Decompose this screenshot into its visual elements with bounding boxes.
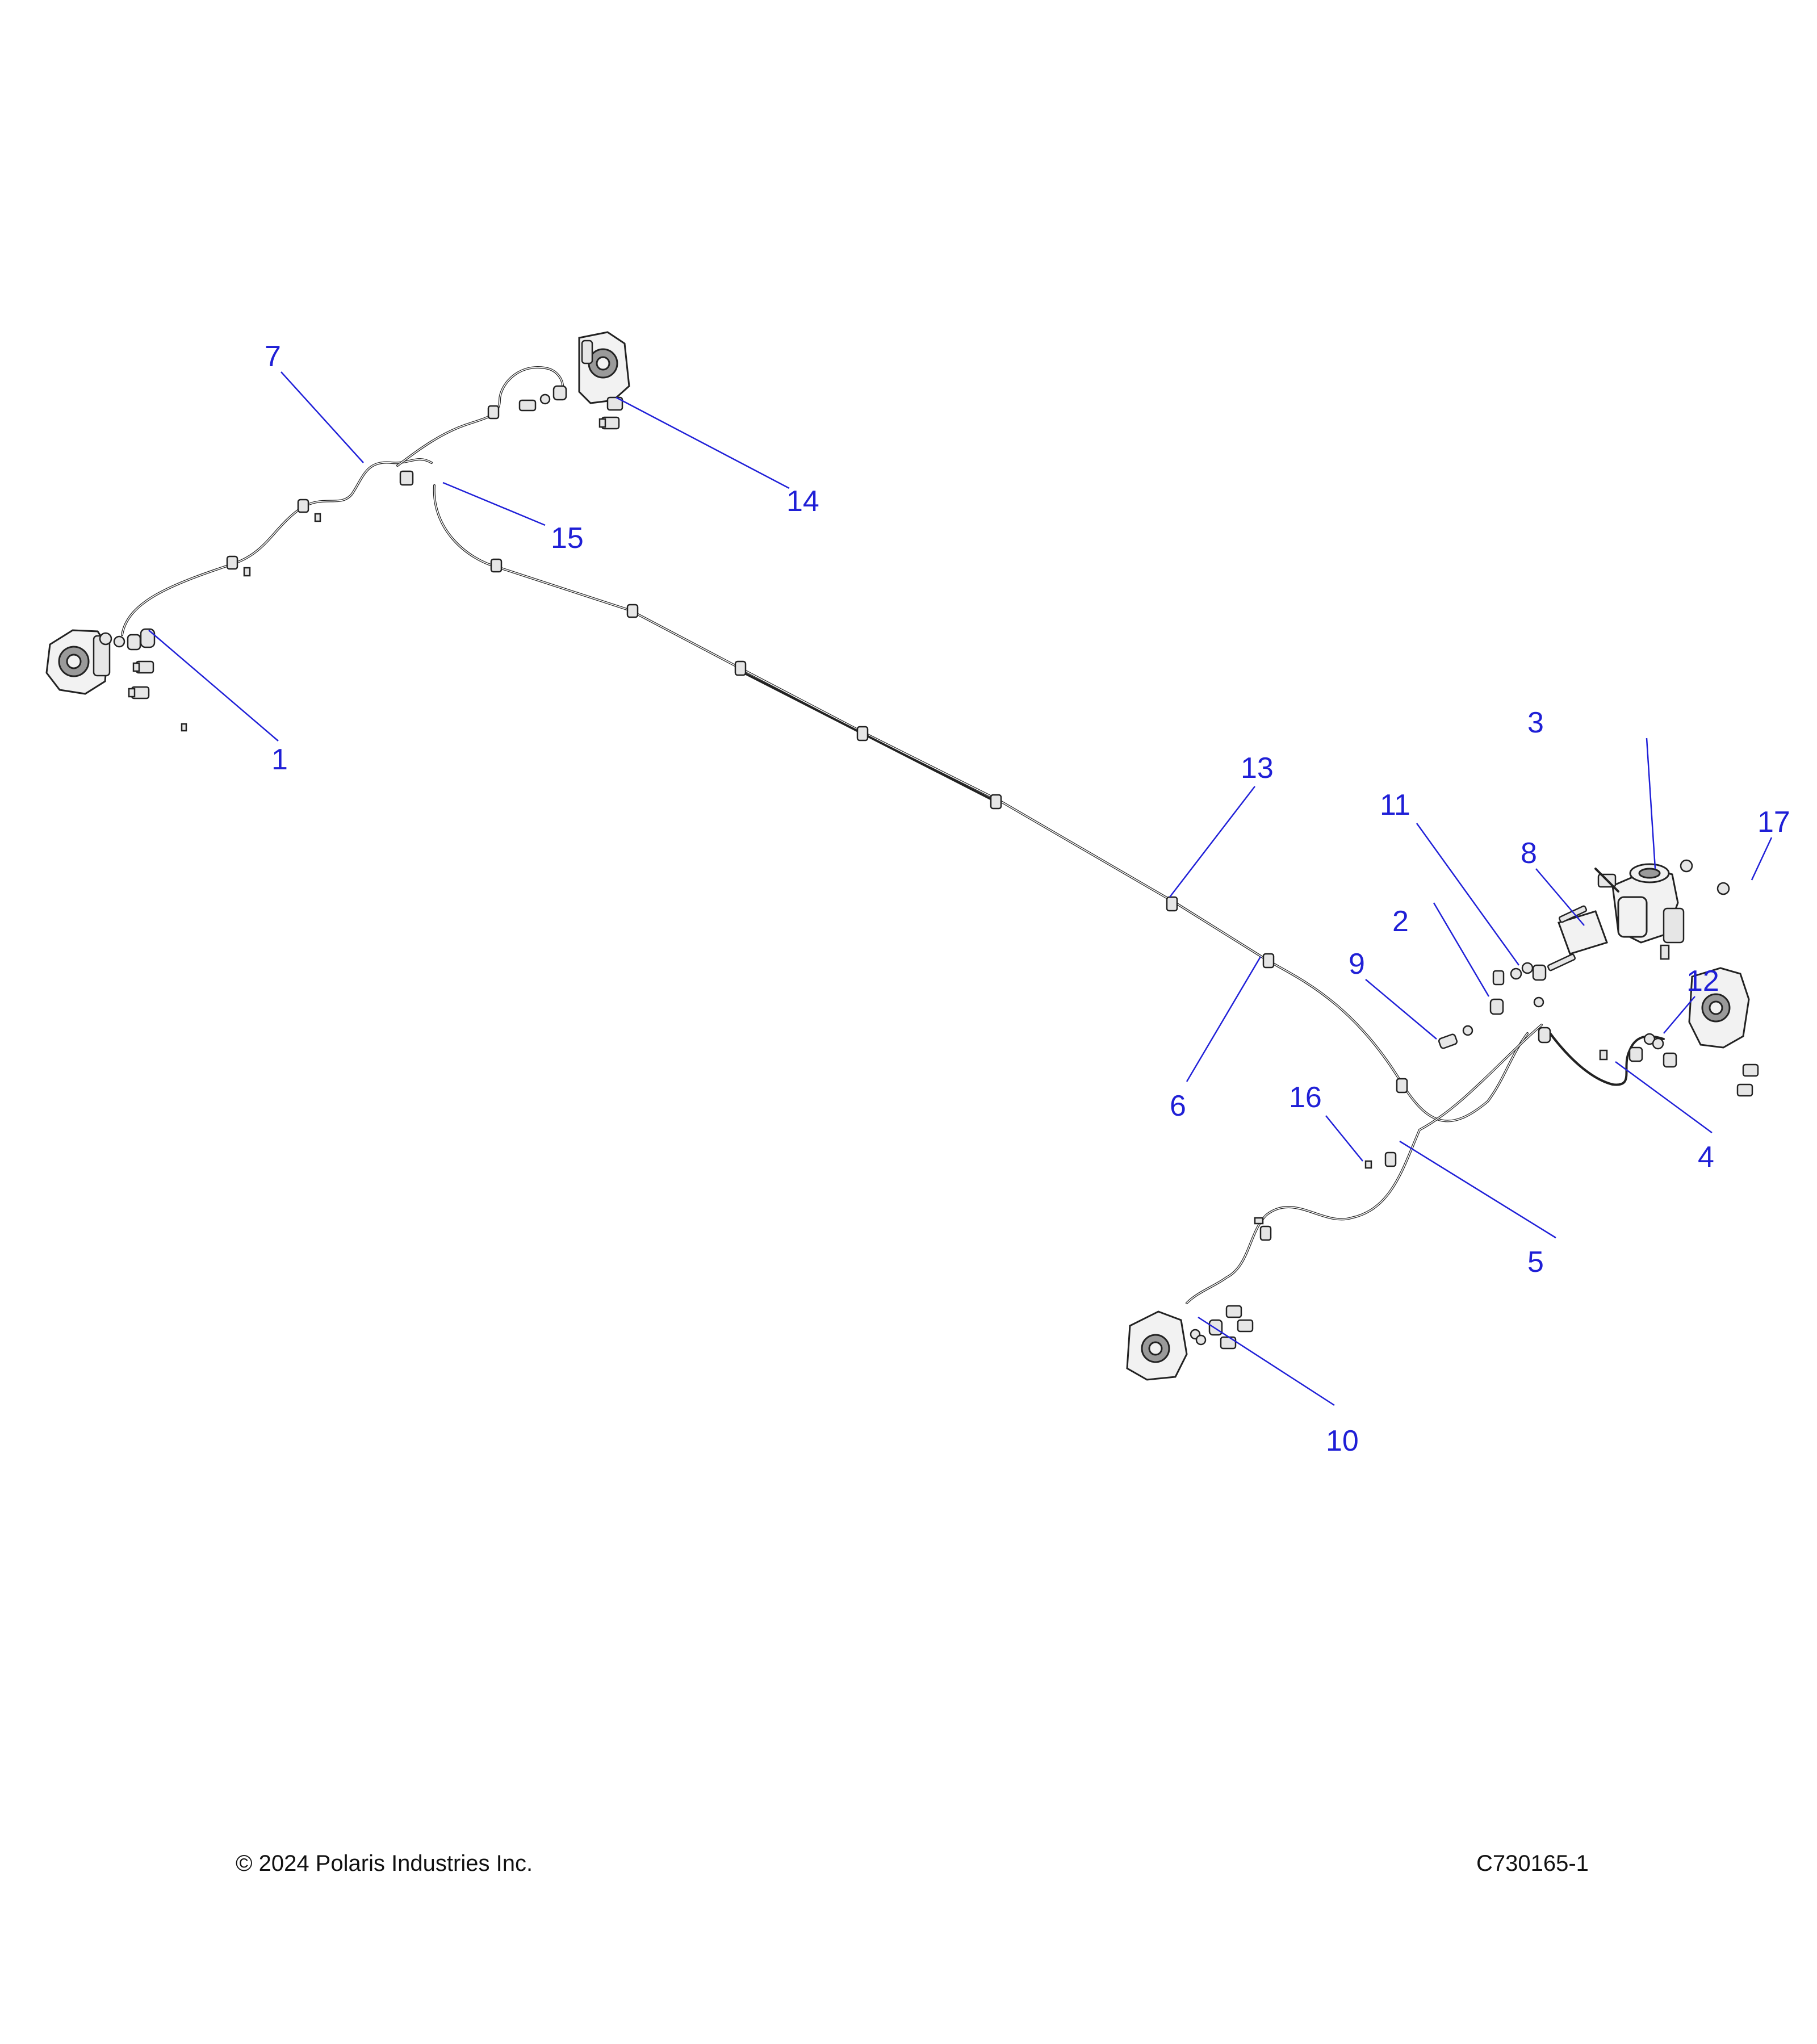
- rear-left-brake-line: [1186, 1024, 1543, 1304]
- callout-16: 16: [1289, 1081, 1322, 1114]
- callout-1: 1: [271, 743, 288, 776]
- rear-left-caliper: [1126, 1310, 1188, 1381]
- front-right-caliper: [578, 331, 630, 404]
- callout-5: 5: [1527, 1246, 1544, 1279]
- drawing-part-code: C730165-1: [1476, 1851, 1589, 1876]
- master-cylinder: [1594, 863, 1685, 944]
- main-rear-brake-line: [433, 484, 1529, 1122]
- caliper-bolt-a: [132, 660, 154, 674]
- leader-lines: [148, 371, 1773, 1406]
- tee-fittings: [1438, 905, 1588, 1049]
- callout-14: 14: [786, 485, 819, 518]
- master-cylinder-fittings: [1660, 859, 1730, 960]
- caliper-bolt-c: [518, 399, 537, 412]
- callout-8: 8: [1521, 837, 1537, 870]
- caliper-bolt-b: [128, 686, 150, 700]
- callout-2: 2: [1392, 905, 1409, 938]
- callout-12: 12: [1686, 965, 1719, 998]
- callout-4: 4: [1698, 1141, 1714, 1174]
- callout-15: 15: [551, 522, 584, 555]
- callout-3: 3: [1527, 706, 1544, 739]
- callout-9: 9: [1349, 948, 1365, 981]
- callout-6: 6: [1170, 1090, 1186, 1122]
- callout-7: 7: [265, 340, 281, 373]
- line-clips: [226, 405, 1408, 1241]
- front-left-fittings: [113, 567, 251, 700]
- caliper-bolt-d: [598, 416, 620, 430]
- rear-right-fittings: [1599, 1033, 1759, 1097]
- callout-10: 10: [1326, 1425, 1359, 1457]
- callout-labels: 1 2 3 4 5 6 7 8 9 10 11 12 13 14 15 16 1…: [265, 340, 1790, 1457]
- callout-11: 11: [1380, 789, 1410, 822]
- front-left-brake-line: [121, 458, 433, 636]
- rear-left-fittings: [1190, 1160, 1372, 1350]
- callout-17: 17: [1757, 806, 1790, 839]
- front-right-fittings: [314, 385, 620, 522]
- heat-shield-plate: [1558, 910, 1608, 955]
- caliper-mount-bolts: [181, 396, 623, 732]
- rear-right-caliper: [1688, 967, 1750, 1049]
- rear-right-brake-line: [1549, 1032, 1665, 1086]
- front-left-caliper: [45, 629, 112, 695]
- callout-13: 13: [1241, 752, 1274, 785]
- front-right-brake-line: [396, 366, 564, 467]
- copyright-text: © 2024 Polaris Industries Inc.: [236, 1851, 533, 1876]
